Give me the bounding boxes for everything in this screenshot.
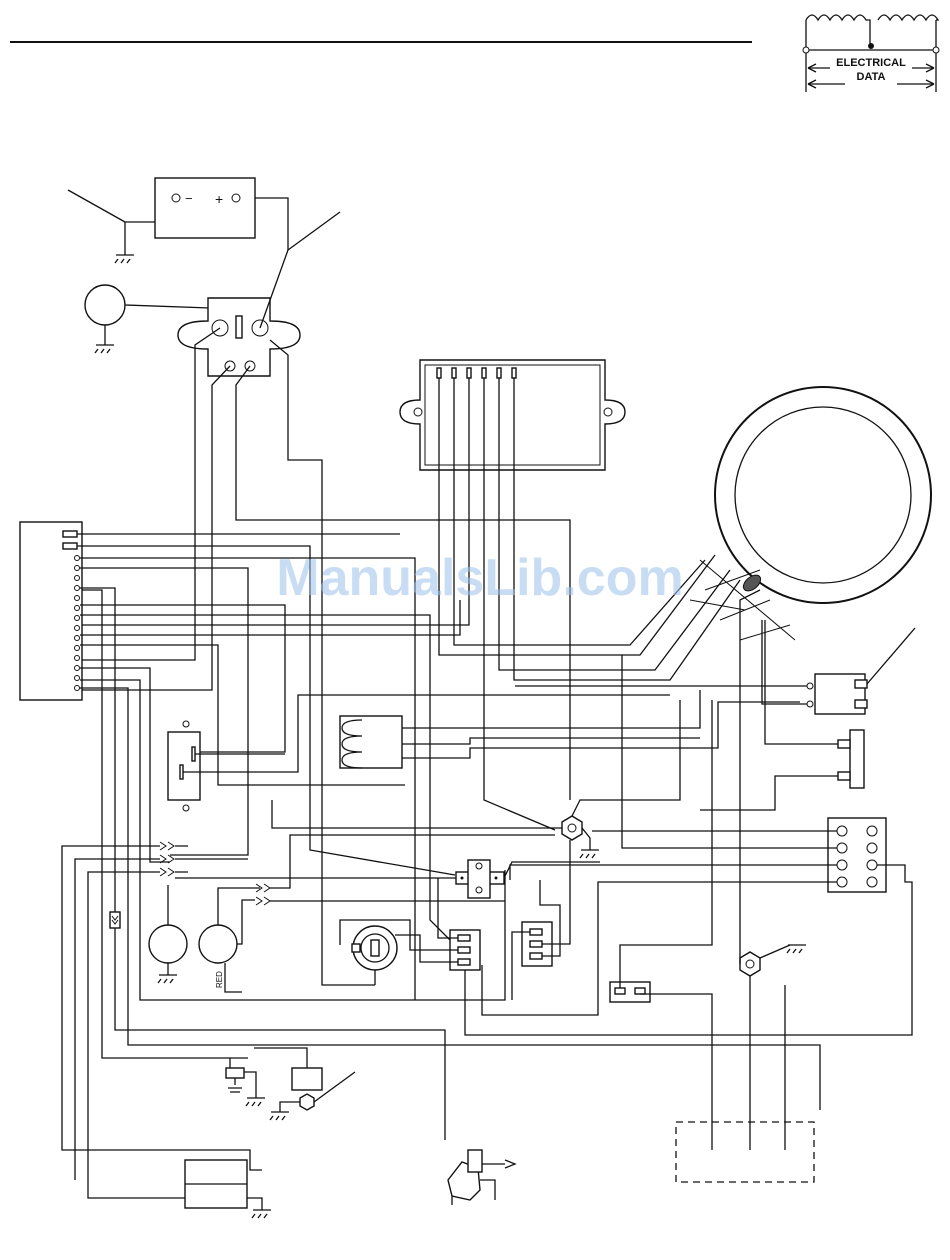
- ground-icon: [158, 975, 177, 983]
- control-module: [400, 360, 625, 470]
- ground-stud: [562, 816, 582, 840]
- relay: [168, 721, 200, 811]
- ground-icon: [252, 1210, 271, 1218]
- fuel-solenoid: [292, 1068, 322, 1110]
- ground-icon: [787, 945, 806, 953]
- battery-negative-label: −: [185, 191, 193, 206]
- badge-line2: DATA: [857, 71, 886, 83]
- heater-element: [340, 716, 410, 768]
- optional-accessory-box: [676, 1122, 814, 1182]
- ground-stud-right: [740, 952, 760, 976]
- starter-solenoid: [178, 298, 300, 376]
- alternator-stator: [690, 387, 931, 640]
- coil-icon: [806, 15, 938, 46]
- hour-meter-module: [185, 1160, 247, 1208]
- connector-8-pin: [828, 818, 886, 892]
- ground-icon: [115, 255, 134, 263]
- diode-icon: [110, 912, 120, 928]
- terminal-strip: [20, 522, 82, 700]
- key-switch: [352, 926, 397, 970]
- electrical-data-badge: ELECTRICAL DATA: [803, 15, 939, 92]
- starter-motor: [85, 285, 125, 325]
- choke-actuator: [448, 1150, 515, 1205]
- diode-connector: [610, 982, 650, 1002]
- ground-icon: [95, 345, 114, 353]
- battery: − +: [155, 178, 255, 238]
- indicator-lamp: [149, 925, 187, 963]
- battery-positive-label: +: [215, 191, 223, 207]
- red-indicator-lamp: [199, 925, 237, 963]
- ground-icon: [246, 1098, 265, 1106]
- oil-pressure-switch: [226, 1058, 248, 1092]
- ground-icon: [270, 1112, 289, 1120]
- fuse-holder: [838, 730, 864, 788]
- red-lamp-label: RED: [215, 971, 224, 988]
- badge-line1: ELECTRICAL: [836, 57, 906, 69]
- ignition-switch: [456, 860, 504, 898]
- ground-icon: [580, 850, 599, 858]
- watermark: ManualsLib.com: [276, 549, 683, 607]
- regulator: [807, 674, 867, 714]
